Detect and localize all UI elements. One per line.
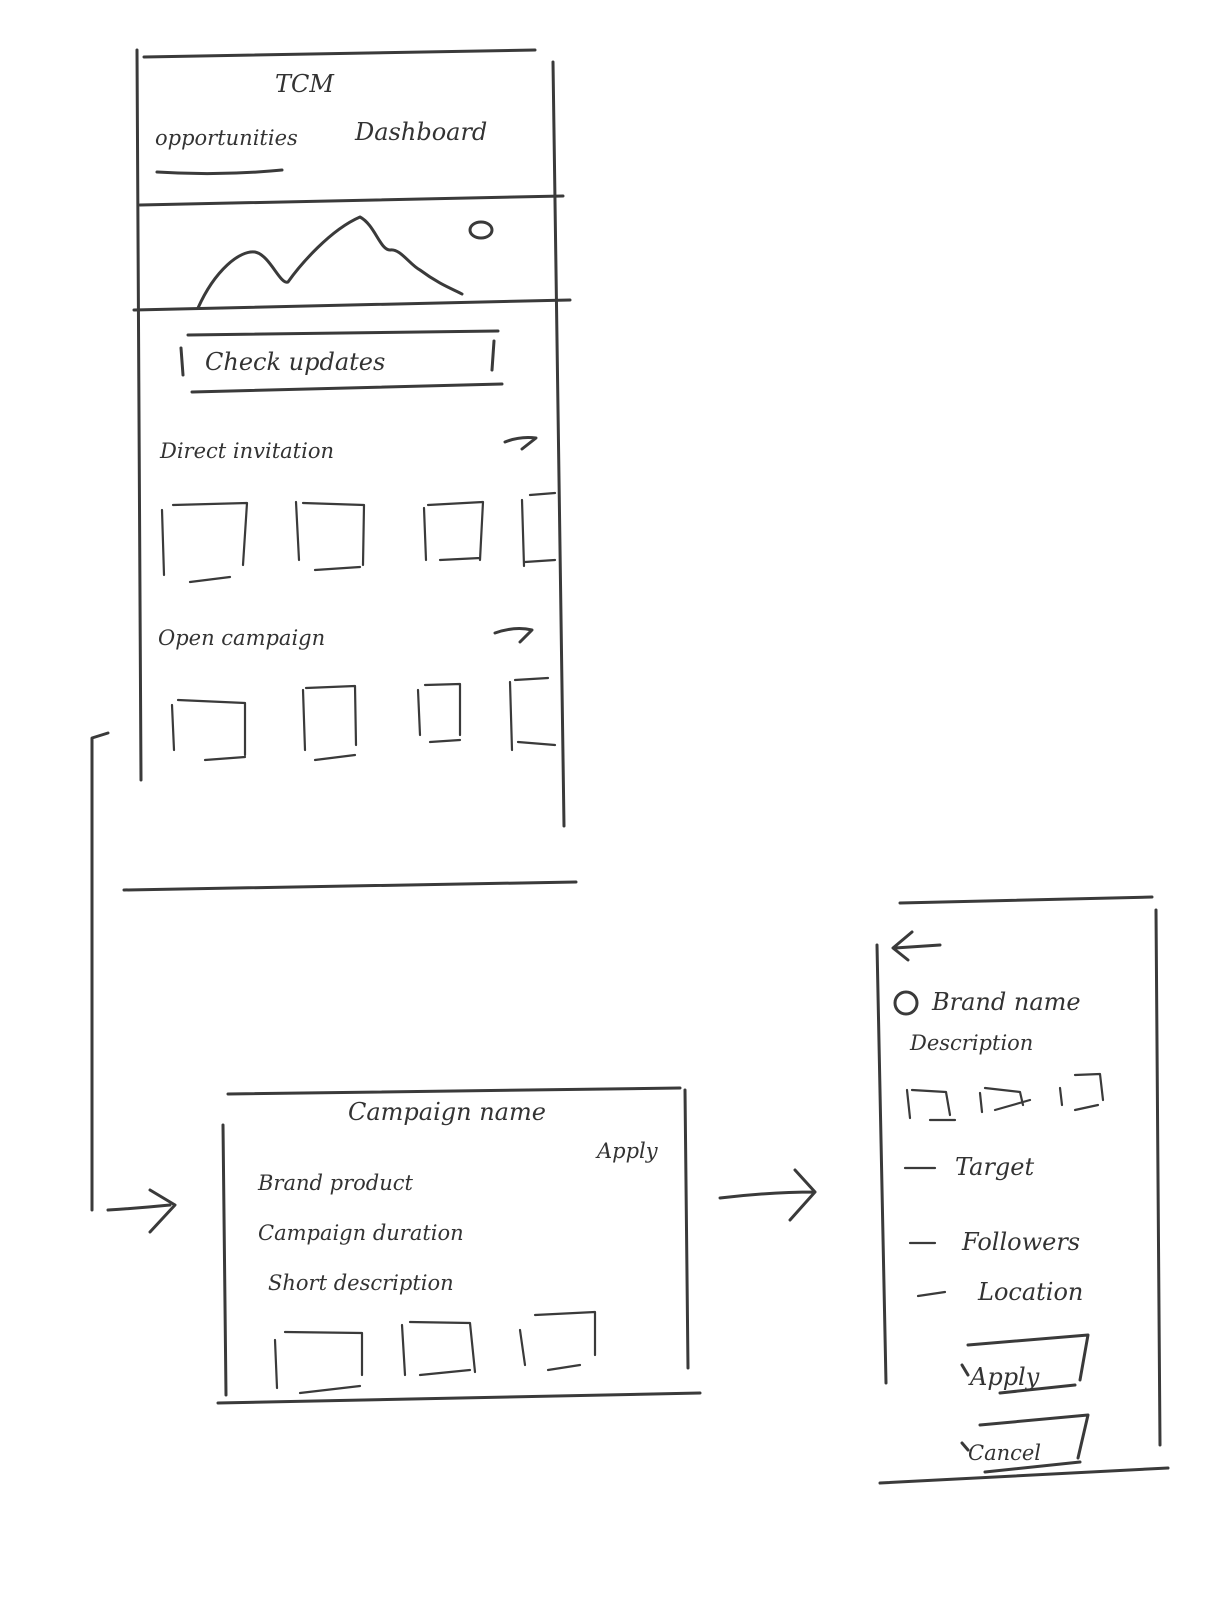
trend-chart-line <box>196 215 464 310</box>
svg-text:Check updates: Check updates <box>205 348 385 376</box>
direct-invitation-cards <box>160 491 557 584</box>
card <box>273 1330 364 1395</box>
card <box>518 1310 597 1372</box>
card <box>301 684 358 762</box>
section-title-open-campaign: Open campaign <box>158 626 325 650</box>
check-updates-button[interactable]: Check updates <box>179 329 504 394</box>
apply-button[interactable]: Apply <box>960 1333 1090 1395</box>
card <box>508 676 557 752</box>
campaign-media-cards <box>273 1310 597 1395</box>
field-campaign-duration: Campaign duration <box>258 1221 464 1245</box>
flow-connector-to-brand <box>718 1168 817 1222</box>
cancel-button[interactable]: Cancel <box>960 1413 1090 1474</box>
field-short-description: Short description <box>268 1271 454 1295</box>
requirement-target: Target <box>955 1153 1034 1181</box>
section-title-direct-invitation: Direct invitation <box>159 439 334 463</box>
card <box>160 501 249 584</box>
campaign-screen-frame <box>216 1086 702 1405</box>
home-screen-frame <box>122 48 578 892</box>
bullet-dash <box>916 1290 947 1298</box>
open-campaign-arrow-icon[interactable] <box>493 627 534 644</box>
card <box>170 698 247 762</box>
brand-media-cards <box>905 1072 1105 1122</box>
app-title: TCM <box>275 70 335 98</box>
card <box>905 1088 957 1122</box>
direct-invitation-arrow-icon[interactable] <box>503 436 538 451</box>
card <box>520 491 557 568</box>
flow-connector-to-campaign <box>90 731 177 1234</box>
card <box>400 1320 477 1377</box>
campaign-title: Campaign name <box>348 1098 546 1126</box>
requirement-location: Location <box>977 1278 1083 1306</box>
tab-dashboard[interactable]: Dashboard <box>354 118 487 146</box>
back-arrow-icon[interactable] <box>891 930 942 962</box>
brand-logo-icon <box>893 990 919 1016</box>
requirement-followers: Followers <box>961 1228 1080 1256</box>
active-tab-underline <box>155 168 284 176</box>
brand-name: Brand name <box>931 988 1081 1016</box>
card <box>416 682 462 744</box>
svg-text:Cancel: Cancel <box>968 1441 1041 1465</box>
open-campaign-cards <box>170 676 557 762</box>
tab-opportunities[interactable]: opportunities <box>155 126 298 150</box>
field-brand-product: Brand product <box>257 1171 413 1195</box>
card <box>294 500 366 572</box>
campaign-apply-link[interactable]: Apply <box>595 1139 659 1163</box>
card <box>1058 1072 1105 1112</box>
brand-screen-frame <box>875 895 1170 1485</box>
card <box>978 1086 1032 1114</box>
chart-indicator-icon <box>468 220 494 240</box>
card <box>422 500 485 562</box>
brand-description: Description <box>909 1031 1033 1055</box>
svg-text:Apply: Apply <box>968 1363 1040 1391</box>
